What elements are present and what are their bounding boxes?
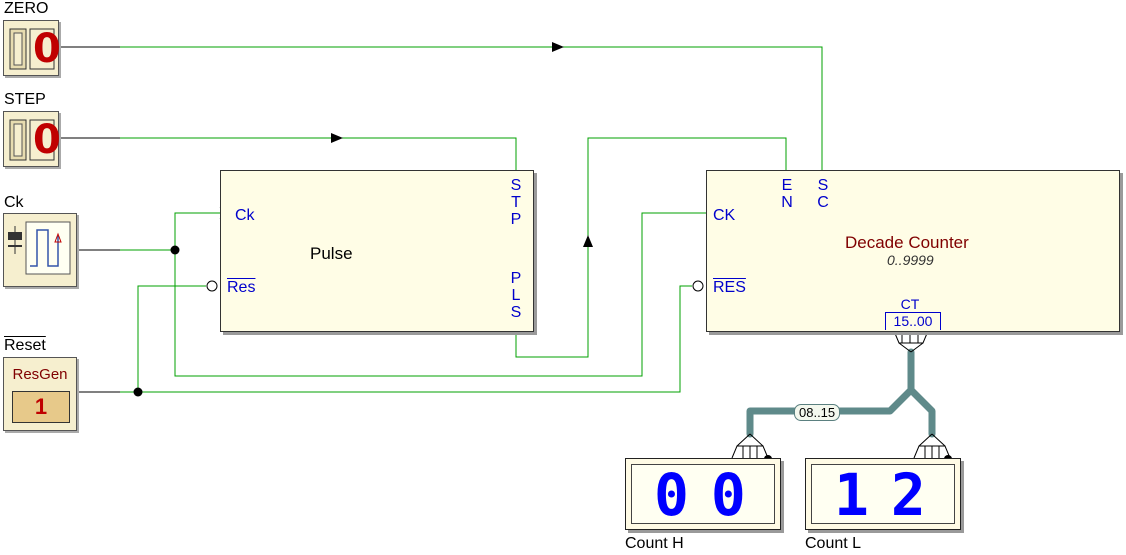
bus-connectors: [731, 330, 951, 459]
bus-lines: [746, 348, 936, 438]
step-state: 0: [33, 117, 61, 163]
step-label: STEP: [4, 91, 46, 108]
counter-pin-sc: SC: [817, 177, 829, 211]
count-h-digit: 0: [654, 461, 711, 529]
reset-generator[interactable]: ResGen 1: [3, 357, 77, 431]
resgen-state: 1: [12, 391, 70, 423]
resgen-label: ResGen: [12, 366, 68, 383]
count-l-digits: 12: [834, 466, 948, 524]
arrow-right-icon: [552, 42, 564, 52]
clock-source[interactable]: [3, 213, 77, 287]
bus-range-tag: 08..15: [794, 404, 841, 421]
arrow-right-icon: [331, 133, 343, 143]
counter-pin-en: EN: [781, 177, 793, 211]
pulse-title: Pulse: [310, 244, 353, 263]
counter-range: 0..9999: [887, 252, 934, 268]
count-l-label: Count L: [805, 535, 862, 552]
zero-label: ZERO: [4, 0, 49, 17]
zero-switch[interactable]: 0: [3, 20, 61, 76]
count-h-label: Count H: [625, 535, 684, 552]
count-h-digit: 0: [710, 461, 768, 529]
pulse-pin-res: Res: [227, 279, 256, 296]
invert-bubble: [206, 280, 218, 292]
toggle-switch-icon: [9, 119, 55, 161]
pulse-pin-stp: STP: [510, 177, 522, 228]
clock-wave-icon: [8, 221, 71, 275]
counter-pin-ck: CK: [713, 207, 736, 224]
pulse-block[interactable]: Ck Res Pulse STP PLS: [220, 170, 534, 332]
decade-counter-block[interactable]: CK RES EN SC Decade Counter 0..9999 CT 1…: [706, 170, 1120, 332]
clock-label: Ck: [4, 194, 24, 211]
junction-dot: [133, 387, 143, 397]
count-h-digits: 00: [654, 466, 768, 524]
counter-pin-res: RES: [713, 279, 746, 296]
wires-black: [58, 46, 120, 393]
junction-dot: [170, 245, 180, 255]
counter-title: Decade Counter: [845, 233, 969, 252]
arrow-up-icon: [583, 235, 593, 247]
toggle-switch-icon: [9, 28, 55, 70]
invert-bubble: [692, 280, 704, 292]
counter-pin-ct: CT: [900, 296, 920, 312]
count-l-digit: 1: [834, 461, 891, 529]
count-l-display: 12: [805, 458, 961, 530]
count-l-digit: 2: [890, 461, 948, 529]
count-h-display: 00: [625, 458, 781, 530]
counter-ct-bits: 15..00: [885, 312, 941, 330]
wires-green: [120, 46, 823, 393]
pulse-pin-pls: PLS: [510, 270, 522, 321]
zero-state: 0: [33, 26, 61, 72]
reset-label: Reset: [4, 337, 46, 354]
pulse-pin-ck: Ck: [235, 207, 255, 224]
step-switch[interactable]: 0: [3, 111, 61, 167]
